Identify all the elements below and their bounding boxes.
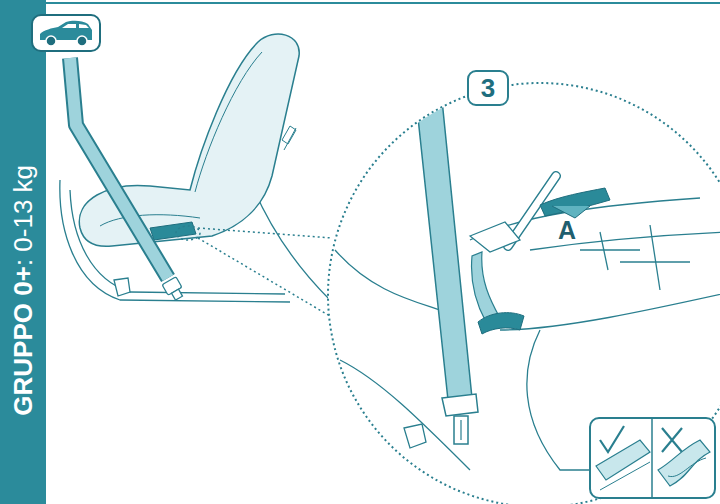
part-letter: A (558, 216, 576, 245)
correct-incorrect-panel (590, 418, 715, 498)
step-number-box: 3 (467, 70, 509, 106)
lap-belt (150, 222, 196, 240)
band-text-line: GRUPPO 0+: 0-13 kg (9, 165, 38, 416)
group-band: GRUPPO 0+: 0-13 kg (0, 0, 46, 504)
latch (114, 278, 130, 296)
group-name: GRUPPO 0+ (8, 266, 38, 416)
top-rule (46, 2, 720, 4)
zoom-leader (176, 226, 340, 322)
child-seat (79, 34, 299, 246)
seat-belt (70, 58, 186, 302)
zoom-circle (328, 83, 720, 504)
car-icon (0, 0, 110, 60)
weight-range: : 0-13 kg (8, 165, 38, 266)
zoom-detail (335, 80, 720, 470)
callout-number: 3 (481, 75, 495, 101)
